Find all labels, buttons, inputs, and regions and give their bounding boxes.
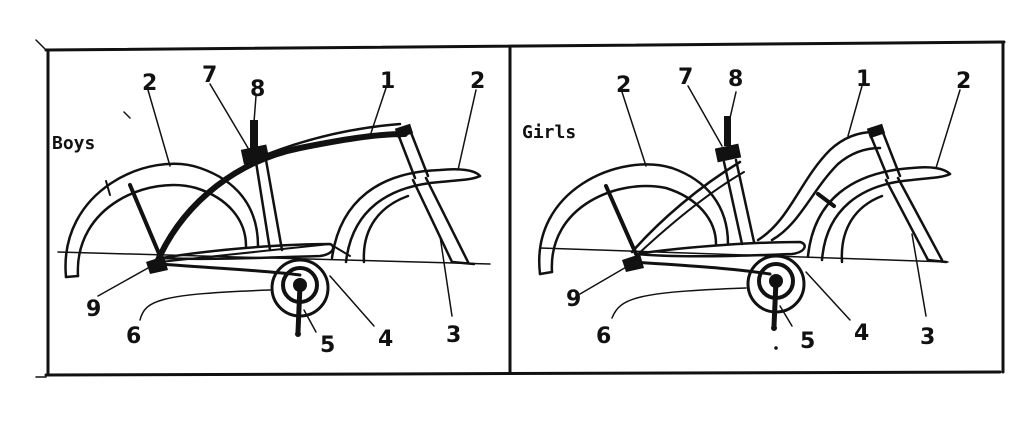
label-2-rear: 2 <box>142 71 157 96</box>
label-2-rear: 2 <box>616 73 631 98</box>
diagram-frame <box>35 39 1006 378</box>
label-2-front: 2 <box>470 69 485 94</box>
label-5: 5 <box>320 333 335 358</box>
boys-bicycle-panel: Boys <box>52 63 491 358</box>
label-8: 8 <box>250 77 265 102</box>
seat-tube <box>722 158 756 246</box>
pedal-crank <box>771 278 779 329</box>
seat-clamp <box>240 144 270 165</box>
girls-bicycle-panel: Girls <box>522 65 971 354</box>
label-3: 3 <box>446 323 461 348</box>
rear-dropout <box>622 254 644 272</box>
label-4: 4 <box>854 321 869 346</box>
pedal-crank <box>295 282 303 335</box>
label-9: 9 <box>86 297 101 322</box>
rear-dropout <box>146 256 168 274</box>
chain-guard <box>632 240 806 276</box>
leader-lines <box>97 83 477 333</box>
label-7: 7 <box>678 65 693 90</box>
rear-fender <box>64 162 260 279</box>
seat-tube <box>254 158 284 252</box>
head-tube <box>394 123 430 180</box>
boys-caption: Boys <box>52 133 95 154</box>
front-fender <box>330 168 482 264</box>
label-8: 8 <box>728 67 743 92</box>
label-1: 1 <box>380 69 395 94</box>
girls-caption: Girls <box>522 122 576 143</box>
label-6: 6 <box>126 324 141 349</box>
label-3: 3 <box>920 325 935 350</box>
label-2-front: 2 <box>956 69 971 94</box>
seat-clamp <box>714 143 742 163</box>
seat-post <box>250 120 258 148</box>
front-fork <box>411 176 476 266</box>
front-fork <box>884 176 948 264</box>
rear-fender <box>538 163 730 276</box>
label-4: 4 <box>378 327 393 352</box>
label-7: 7 <box>202 63 217 88</box>
seat-post <box>724 116 731 146</box>
label-5: 5 <box>800 329 815 354</box>
label-6: 6 <box>596 324 611 349</box>
label-9: 9 <box>566 287 581 312</box>
fender-stay <box>604 184 638 256</box>
front-fender <box>806 166 952 264</box>
fender-stay <box>128 183 162 258</box>
leader-lines <box>579 85 961 327</box>
label-1: 1 <box>856 67 871 92</box>
frame-truss-tube <box>155 122 408 263</box>
